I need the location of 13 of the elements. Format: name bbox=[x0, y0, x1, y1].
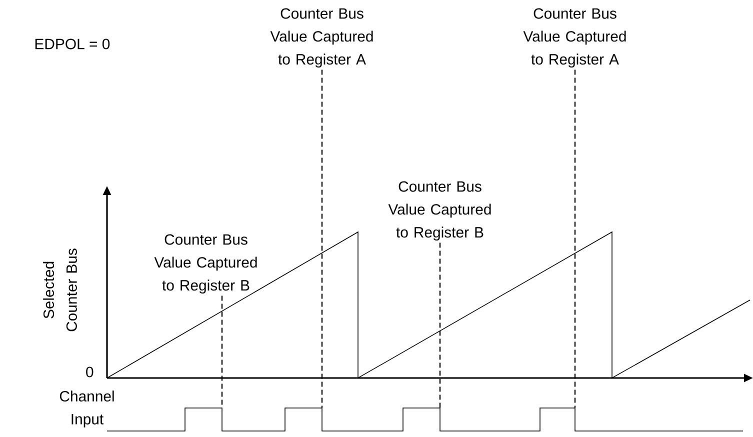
annotation-text: Counter Bus Value Captured to Register B bbox=[154, 234, 257, 294]
tick-label: 0 bbox=[86, 366, 94, 378]
leader-line bbox=[221, 296, 223, 408]
note-text: EDPOL = 0 bbox=[35, 38, 110, 50]
signal-label: Channel Input bbox=[60, 390, 114, 428]
annotation-text: Counter Bus Value Captured to Register B bbox=[388, 181, 491, 241]
axis-label: Selected Counter Bus bbox=[43, 248, 77, 332]
annotation-text: Counter Bus Value Captured to Register A bbox=[270, 8, 373, 68]
leader-line bbox=[574, 70, 576, 408]
pulse-waveform bbox=[106, 408, 744, 432]
leader-line bbox=[321, 70, 323, 408]
leader-line bbox=[439, 242, 441, 408]
annotation-text: Counter Bus Value Captured to Register A bbox=[523, 8, 626, 68]
